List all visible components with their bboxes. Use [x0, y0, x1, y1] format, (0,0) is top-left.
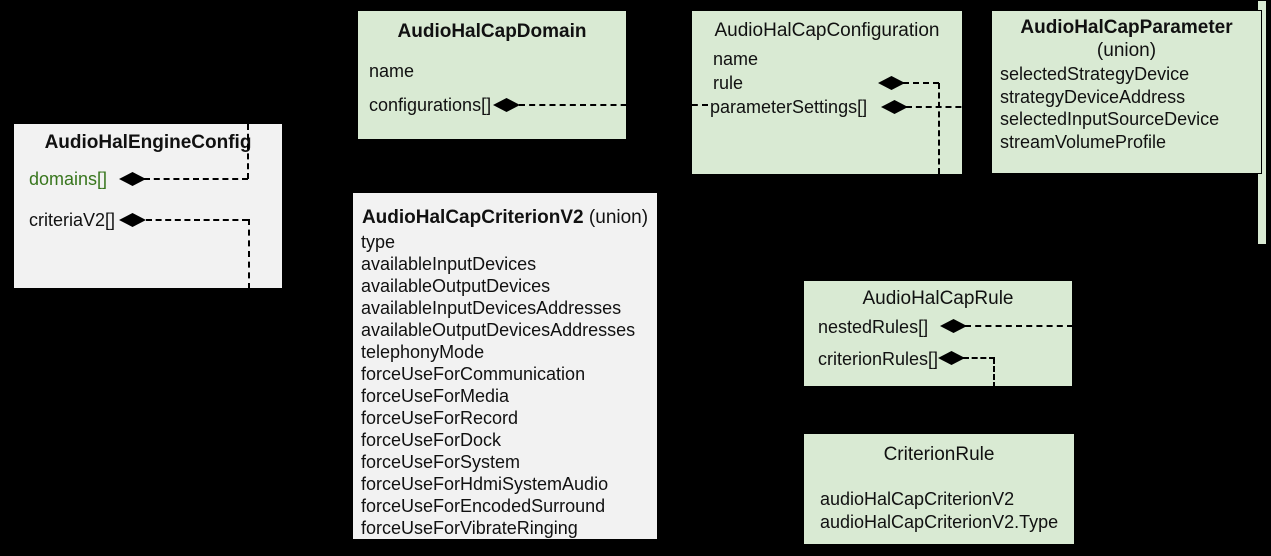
connector-rule-line [938, 83, 940, 174]
connector-criteriav2-line [248, 219, 250, 289]
connector-criterionrules-line [963, 357, 995, 359]
field-forceuseforencodedsurround: forceUseForEncodedSurround [361, 496, 606, 516]
field-criterionrules: criterionRules[] [818, 349, 939, 369]
composition-diamond-icon [878, 76, 905, 90]
field-name: name [713, 49, 759, 69]
field-forceuseforcommunication: forceUseForCommunication [361, 364, 586, 384]
field-audiohalcapcriterionv2-type: audioHalCapCriterionV2.Type [820, 511, 1059, 532]
class-box-audiohalcapcriterionv2: AudioHalCapCriterionV2 (union) type avai… [352, 192, 658, 540]
field-availableinputdevices: availableInputDevices [361, 254, 537, 274]
box-title: AudioHalEngineConfig [44, 132, 252, 153]
connector-criteriav2-line [146, 219, 248, 221]
field-availableinputdevicesaddresses: availableInputDevicesAddresses [361, 298, 622, 318]
connector-parametersettings-line [906, 106, 991, 108]
field-list: type availableInputDevices availableOutp… [361, 231, 635, 539]
box-title: CriterionRule [883, 444, 995, 465]
field-domains: domains[] [29, 169, 108, 189]
field-criteriav2: criteriaV2[] [29, 210, 116, 230]
field-name: name [369, 61, 415, 81]
class-box-audiohalcaprule: AudioHalCapRule nestedRules[] criterionR… [803, 280, 1073, 387]
field-type: type [361, 232, 396, 252]
box-title: AudioHalCapParameter [1020, 17, 1233, 38]
composition-diamond-icon [119, 213, 146, 227]
box-subtitle-union: (union) [583, 207, 649, 228]
field-availableoutputdevices: availableOutputDevices [361, 276, 551, 296]
field-selectedinputsourcedevice: selectedInputSourceDevice [1000, 109, 1220, 129]
field-parametersettings: parameterSettings[] [710, 97, 868, 117]
composition-diamond-icon [881, 100, 908, 114]
class-box-audiohalcapdomain: AudioHalCapDomain name configurations[] [357, 10, 627, 140]
field-forceuseforvibrateringing: forceUseForVibrateRinging [361, 518, 578, 538]
connector-rule-line [903, 82, 939, 84]
field-list: selectedStrategyDevice strategyDeviceAdd… [1000, 63, 1219, 153]
field-configurations: configurations[] [369, 95, 492, 115]
box-title: AudioHalCapDomain [397, 21, 587, 42]
class-box-audiohalengineconfig: AudioHalEngineConfig domains[] criteriaV… [13, 123, 283, 289]
field-strategydeviceaddress: strategyDeviceAddress [1000, 86, 1186, 107]
field-forceuseforhdmisystemaudio: forceUseForHdmiSystemAudio [361, 474, 609, 494]
box-subtitle-union: (union) [1096, 40, 1157, 61]
field-forceusefordock: forceUseForDock [361, 430, 502, 450]
field-audiohalcapcriterionv2: audioHalCapCriterionV2 [820, 489, 1015, 509]
field-rule: rule [713, 73, 744, 93]
composition-diamond-icon [940, 319, 967, 333]
connector-nestedrules-line [965, 325, 1073, 327]
class-box-audiohalcapparameter: AudioHalCapParameter (union) selectedStr… [991, 10, 1262, 174]
field-nestedrules: nestedRules[] [818, 317, 929, 337]
composition-diamond-icon [938, 351, 965, 365]
connector-domains-line [144, 178, 248, 180]
class-box-criterionrule: CriterionRule audioHalCapCriterionV2 aud… [803, 433, 1075, 545]
box-title: AudioHalCapCriterionV2 (union) [353, 207, 657, 229]
field-forceuseforrecord: forceUseForRecord [361, 408, 519, 428]
field-forceuseformedia: forceUseForMedia [361, 386, 510, 406]
connector-criterionrules-line [993, 358, 995, 388]
connector-domains-line [247, 124, 249, 179]
field-telephonymode: telephonyMode [361, 342, 485, 362]
composition-diamond-icon [493, 98, 520, 112]
field-streamvolumeprofile: streamVolumeProfile [1000, 131, 1167, 152]
field-availableoutputdevicesaddresses: availableOutputDevicesAddresses [361, 320, 636, 340]
field-list: audioHalCapCriterionV2 audioHalCapCriter… [820, 488, 1058, 533]
composition-diamond-icon [119, 172, 146, 186]
class-box-audiohalcapconfiguration: AudioHalCapConfiguration name rule param… [691, 10, 963, 175]
box-title: AudioHalCapRule [862, 288, 1014, 309]
field-selectedstrategydevice: selectedStrategyDevice [1000, 64, 1190, 84]
box-title: AudioHalCapConfiguration [714, 20, 940, 41]
field-forceuseforsystem: forceUseForSystem [361, 452, 521, 472]
connector-configurations-line [519, 104, 708, 106]
box-title-name: AudioHalCapCriterionV2 [361, 207, 584, 228]
